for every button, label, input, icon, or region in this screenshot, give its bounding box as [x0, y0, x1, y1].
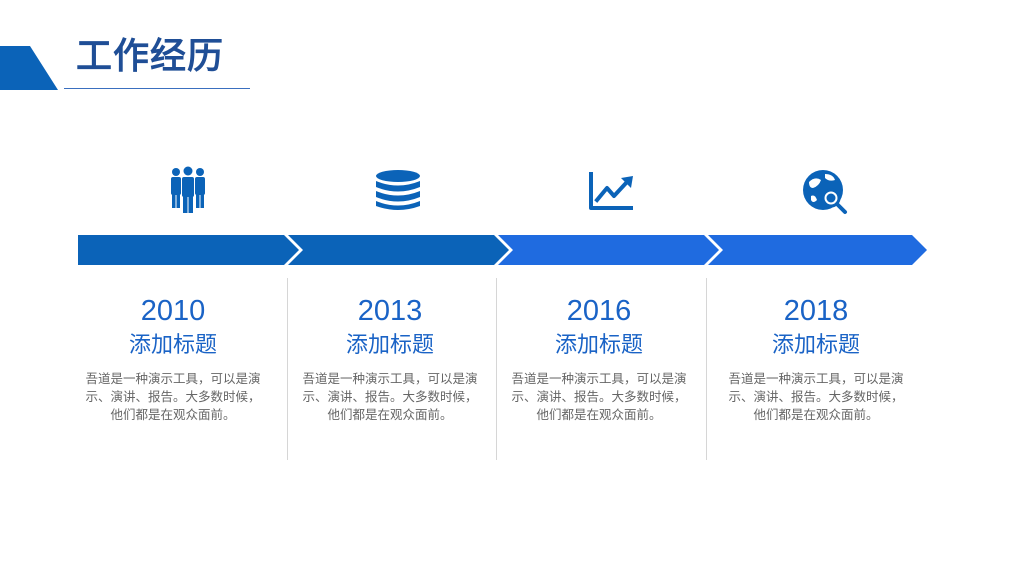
column-divider — [496, 278, 497, 460]
milestone-2010: 2010 添加标题 吾道是一种演示工具，可以是演示、演讲、报告。大多数时候，他们… — [73, 292, 273, 424]
milestone-heading: 添加标题 — [554, 333, 643, 358]
milestone-2016: 2016 添加标题 吾道是一种演示工具，可以是演示、演讲、报告。大多数时候，他们… — [499, 292, 699, 424]
column-divider — [706, 278, 707, 460]
milestone-year: 2010 — [140, 295, 206, 327]
milestone-heading: 添加标题 — [771, 333, 860, 358]
timeline-arrow — [78, 235, 927, 265]
milestone-year: 2013 — [357, 295, 423, 327]
milestone-2013: 2013 添加标题 吾道是一种演示工具，可以是演示、演讲、报告。大多数时候，他们… — [290, 292, 490, 424]
milestone-description: 吾道是一种演示工具，可以是演示、演讲、报告。大多数时候，他们都是在观众面前。 — [85, 371, 261, 422]
title-underline — [64, 88, 250, 89]
milestone-2018: 2018 添加标题 吾道是一种演示工具，可以是演示、演讲、报告。大多数时候，他们… — [716, 292, 916, 424]
timeline-segment-1 — [78, 235, 299, 265]
milestone-year: 2016 — [566, 295, 632, 327]
milestone-description: 吾道是一种演示工具，可以是演示、演讲、报告。大多数时候，他们都是在观众面前。 — [728, 371, 904, 422]
milestone-description: 吾道是一种演示工具，可以是演示、演讲、报告。大多数时候，他们都是在观众面前。 — [511, 371, 687, 422]
milestone-heading: 添加标题 — [128, 333, 217, 358]
timeline-segment-3 — [498, 235, 719, 265]
page-title: 工作经历 — [76, 36, 225, 77]
coin-stack-icon — [376, 170, 420, 210]
milestone-year: 2018 — [783, 295, 849, 327]
globe-search-icon — [803, 170, 847, 214]
team-people-icon — [171, 166, 205, 213]
title-corner-decoration — [0, 46, 58, 90]
column-divider — [287, 278, 288, 460]
timeline-segment-4 — [708, 235, 927, 265]
trend-chart-icon — [589, 172, 633, 210]
milestone-description: 吾道是一种演示工具，可以是演示、演讲、报告。大多数时候，他们都是在观众面前。 — [302, 371, 478, 422]
milestone-heading: 添加标题 — [345, 333, 434, 358]
timeline-segment-2 — [288, 235, 509, 265]
